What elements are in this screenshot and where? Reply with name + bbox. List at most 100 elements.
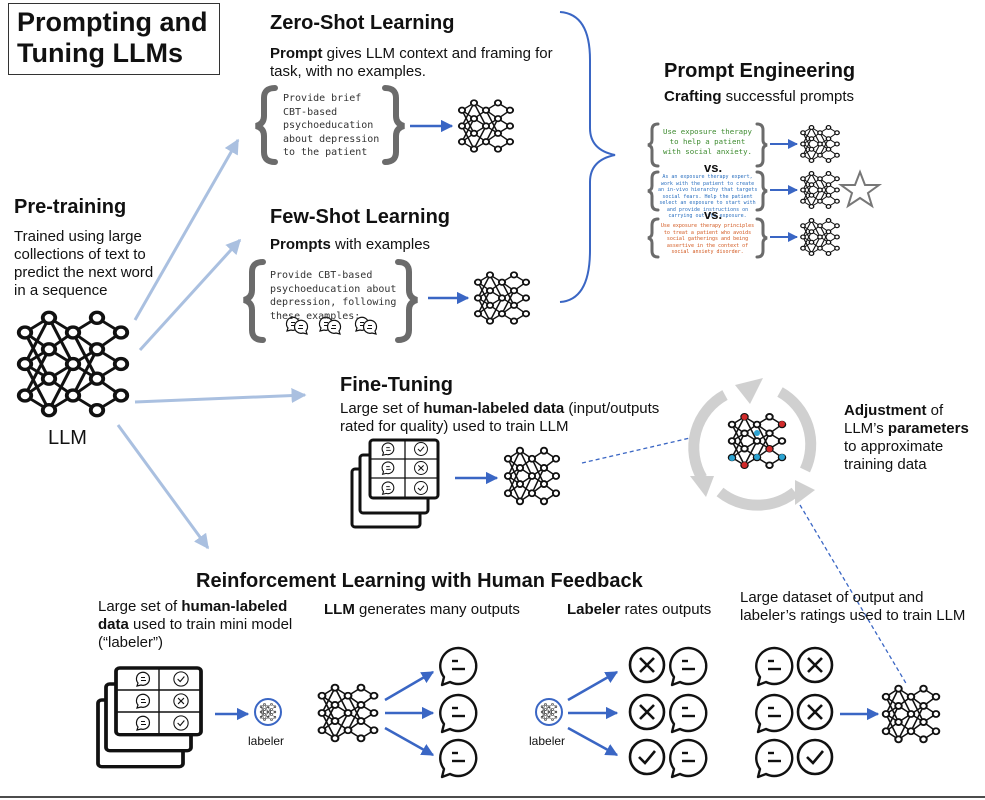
pretraining-llm-icon — [16, 310, 130, 418]
ft-line1-pre: Large set of — [340, 400, 424, 417]
few-shot-prompt: Provide CBT-based psychoeducation about … — [270, 270, 397, 322]
accept-icon-1 — [628, 738, 666, 776]
parameter-dots — [729, 414, 785, 468]
arrow-rate-3 — [567, 726, 619, 757]
pretraining-heading: Pre-training — [14, 196, 127, 218]
adj-line4: training data — [844, 456, 927, 473]
rated-bubble-icon-3 — [669, 738, 708, 779]
reject-icon-1 — [628, 646, 666, 684]
labeler-label-2: labeler — [529, 734, 566, 748]
pe-prompt-3: Use exposure therapy principles to treat… — [660, 223, 755, 255]
zero-shot-description: Prompt gives LLM context and framing for… — [270, 45, 580, 81]
rlhf-col1-line3: (“labeler”) — [98, 634, 164, 651]
pretraining-line-3: predict the next word — [14, 264, 154, 281]
rlhf-col4-line2: labeler’s ratings used to train LLM — [740, 607, 966, 624]
arrow-to-zero-shot — [133, 138, 240, 321]
title-line-2: Tuning LLMs — [17, 38, 183, 68]
rated-bubble-icon-1 — [669, 646, 708, 687]
dashed-finetune-to-params — [581, 437, 691, 464]
arrow-output-3 — [384, 726, 435, 757]
rlhf-col1-rest2: used to train mini model — [128, 616, 293, 633]
rlhf-col4-description: Large dataset of output and labeler’s ra… — [740, 589, 985, 625]
labeler-label-1: labeler — [248, 734, 285, 748]
rlhf-col1-description: Large set of human-labeled data used to … — [98, 598, 318, 652]
rlhf-col1-bold2: data — [98, 616, 129, 633]
rlhf-col3-description: Labeler rates outputs — [567, 601, 711, 619]
zero-shot-braces — [255, 85, 405, 165]
vs-label-2: vs. — [704, 207, 723, 222]
rlhf-data-sheets-icon — [96, 666, 203, 769]
dataset-bubble-icon-1 — [755, 646, 794, 687]
rlhf-col2-description: LLM generates many outputs — [324, 601, 520, 619]
ft-line1-bold: human-labeled data — [423, 400, 565, 417]
pe-llm-icon-1 — [800, 124, 840, 164]
ft-line1-post: (input/outputs — [564, 400, 660, 417]
final-llm-icon — [881, 684, 941, 744]
few-shot-braces — [243, 259, 418, 343]
pe-prompt-1: Use exposure therapy to help a patient w… — [663, 127, 752, 156]
ft-line2: rated for quality) used to train LLM — [340, 418, 569, 435]
rlhf-col3-rest: rates outputs — [620, 601, 712, 618]
pe-braces — [647, 122, 768, 259]
fine-tuning-description: Large set of human-labeled data (input/o… — [340, 400, 660, 436]
rlhf-heading: Reinforcement Learning with Human Feedba… — [196, 570, 643, 592]
arrow-rate-1 — [567, 670, 619, 702]
pe-llm-icon-3 — [800, 217, 840, 257]
labeler-icon-2 — [535, 698, 563, 726]
cycle-arrows-icon — [688, 387, 817, 511]
cycle-arrowheads-icon — [690, 378, 815, 505]
arrow-to-rlhf — [116, 424, 210, 550]
output-bubble-icon-2 — [439, 693, 478, 734]
prompt-engineering-subtitle: Crafting successful prompts — [664, 88, 854, 106]
dataset-reject-icon-1 — [796, 646, 834, 684]
title-line-1: Prompting and — [17, 7, 208, 37]
pretraining-description: Trained using large collections of text … — [14, 228, 174, 300]
llm-label: LLM — [48, 427, 87, 449]
zero-shot-desc-bold: Prompt — [270, 45, 323, 62]
arrow-output-1 — [384, 670, 435, 702]
rlhf-col2-rest: generates many outputs — [354, 601, 520, 618]
dataset-bubble-icon-2 — [755, 693, 794, 734]
adj-line3: to approximate — [844, 438, 944, 455]
rlhf-col3-bold: Labeler — [567, 601, 621, 618]
pe-prompt-2: As an exposure therapy expert, work with… — [658, 174, 758, 219]
rlhf-llm-icon — [317, 683, 379, 743]
prompting-brace — [559, 11, 616, 303]
zero-shot-heading: Zero-Shot Learning — [270, 12, 455, 34]
few-shot-description: Prompts with examples — [270, 236, 430, 254]
zero-shot-prompt: Provide brief CBT-based psychoeducation … — [283, 93, 380, 158]
fine-tuning-heading: Fine-Tuning — [340, 374, 453, 396]
zero-shot-desc-rest: gives LLM context and framing for — [322, 45, 553, 62]
adj-rest1: of — [926, 402, 944, 419]
rlhf-col4-line1: Large dataset of output and — [740, 589, 924, 606]
diagram-title: Prompting and Tuning LLMs — [8, 3, 220, 75]
output-bubble-icon-3 — [439, 738, 478, 779]
arrow-to-few-shot — [138, 238, 242, 352]
fine-tune-data-sheets-icon — [350, 438, 440, 529]
star-icon — [837, 169, 883, 209]
rlhf-col2-bold: LLM — [324, 601, 355, 618]
prompt-engineering-heading: Prompt Engineering — [664, 60, 856, 82]
pe-sub-bold: Crafting — [664, 88, 722, 105]
dataset-bubble-icon-3 — [755, 738, 794, 779]
rated-bubble-icon-2 — [669, 693, 708, 734]
zero-shot-desc-line2: task, with no examples. — [270, 63, 426, 80]
rlhf-col1-bold1: human-labeled — [181, 598, 288, 615]
few-shot-heading: Few-Shot Learning — [270, 206, 450, 228]
zero-shot-llm-icon — [457, 99, 515, 153]
few-shot-llm-icon — [473, 271, 531, 325]
dataset-reject-icon-2 — [796, 693, 834, 731]
pretraining-line-1: Trained using large — [14, 228, 142, 245]
pretraining-line-4: in a sequence — [14, 282, 108, 299]
output-bubble-icon-1 — [439, 646, 478, 687]
adj-line2-bold: parameters — [887, 420, 969, 437]
pe-llm-icon-2 — [800, 170, 840, 210]
few-shot-desc-bold: Prompts — [270, 236, 331, 253]
arrow-to-fine-tuning — [134, 388, 307, 404]
reject-icon-2 — [628, 693, 666, 731]
adjustment-description: Adjustment of LLM’s parameters to approx… — [844, 402, 984, 474]
adj-line2-pre: LLM’s — [844, 420, 888, 437]
labeler-icon-1 — [254, 698, 282, 726]
adj-bold1: Adjustment — [844, 402, 927, 419]
